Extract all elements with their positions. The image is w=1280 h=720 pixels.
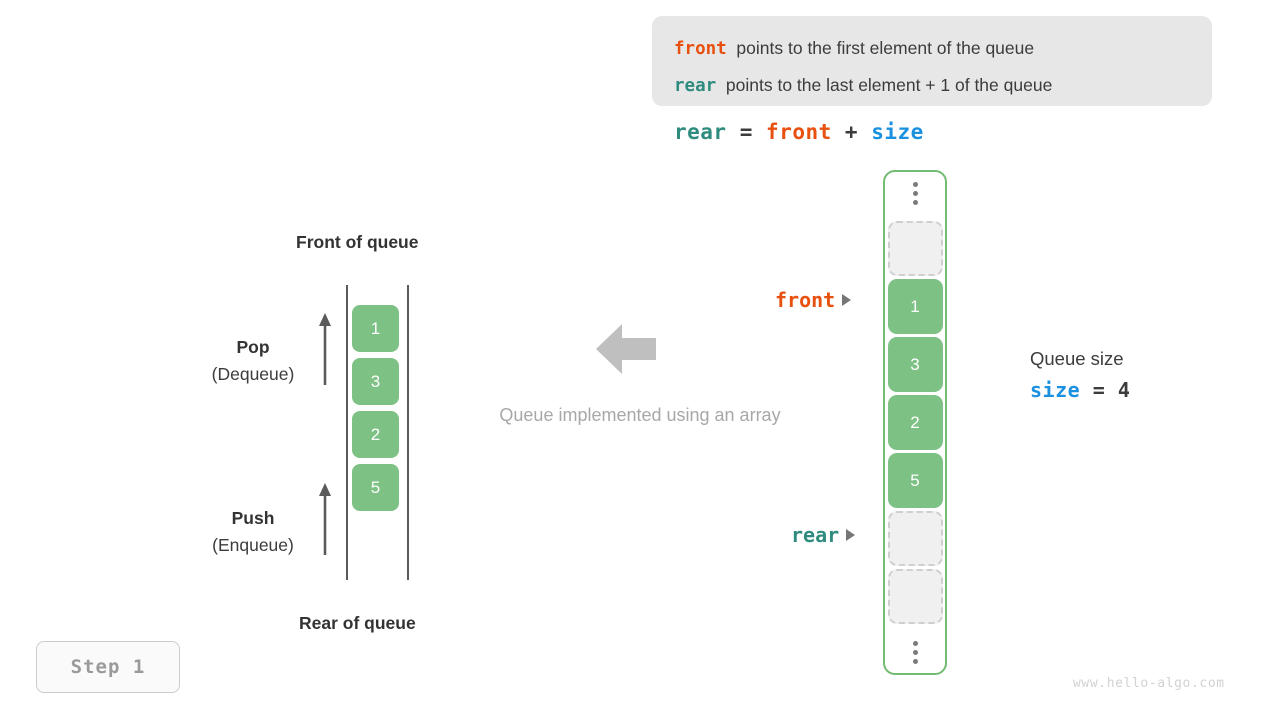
formula-equals: = [739,120,753,144]
pointer-triangle-icon [842,294,852,306]
pointer-definitions-box: front points to the first element of the… [652,16,1212,106]
queue-size-title: Queue size [1030,348,1124,369]
bottom-ellipsis-icon [912,631,918,673]
queue-cell: 5 [352,464,399,511]
array-slot-empty [887,569,943,624]
pop-operation-label: Pop (Dequeue) [173,334,333,388]
top-ellipsis-icon [912,172,918,214]
diagram-caption: Queue implemented using an array [499,405,781,425]
array-slot-empty [887,221,943,276]
pop-up-arrow-icon [319,313,331,385]
rear-formula: rear = front + size [674,120,924,144]
step-badge: Step 1 [36,641,180,693]
queue-cell: 2 [352,411,399,458]
size-value: 4 [1117,378,1131,402]
front-pointer-label: front [775,288,836,312]
queue-rail-right [407,285,409,580]
formula-front-token: front [766,120,832,144]
array-slot-filled: 1 [887,279,943,334]
queue-size-expression: size = 4 [1030,374,1130,406]
queue-size-note: Queue size size = 4 [1030,344,1130,406]
array-slot-filled: 2 [887,395,943,450]
rear-definition-text: points to the last element + 1 of the qu… [725,75,1053,95]
size-token: size [1030,378,1081,402]
front-definition-line: front points to the first element of the… [674,30,1190,67]
array-slot-empty [887,511,943,566]
formula-size-token: size [871,120,924,144]
pointer-triangle-icon [846,529,856,541]
queue-cell: 3 [352,358,399,405]
front-of-queue-label: Front of queue [296,232,419,252]
pop-title: Pop [236,337,270,357]
queue-cell-stack: 1 3 2 5 [352,305,399,517]
queue-cell: 1 [352,305,399,352]
rear-pointer: rear [791,523,856,547]
front-keyword: front [674,39,727,59]
queue-rail-left [346,285,348,580]
rear-of-queue-label: Rear of queue [299,613,416,633]
site-watermark: www.hello-algo.com [1073,676,1225,691]
array-slot-filled: 3 [887,337,943,392]
formula-plus: + [844,120,859,144]
push-up-arrow-icon [319,483,331,555]
front-pointer: front [775,288,852,312]
rear-keyword: rear [674,76,717,96]
rear-pointer-label: rear [791,523,840,547]
push-title: Push [231,508,275,528]
size-equals: = [1092,378,1106,402]
left-arrow-icon [596,324,656,374]
array-slot-filled: 5 [887,453,943,508]
push-subtitle: (Enqueue) [212,535,294,555]
formula-rear-token: rear [674,120,727,144]
rear-definition-line: rear points to the last element + 1 of t… [674,67,1190,104]
pop-subtitle: (Dequeue) [211,364,295,384]
array-slot-list: 1 3 2 5 [887,221,943,624]
push-operation-label: Push (Enqueue) [173,505,333,559]
front-definition-text: points to the first element of the queue [736,38,1035,58]
array-container: 1 3 2 5 [883,170,947,675]
